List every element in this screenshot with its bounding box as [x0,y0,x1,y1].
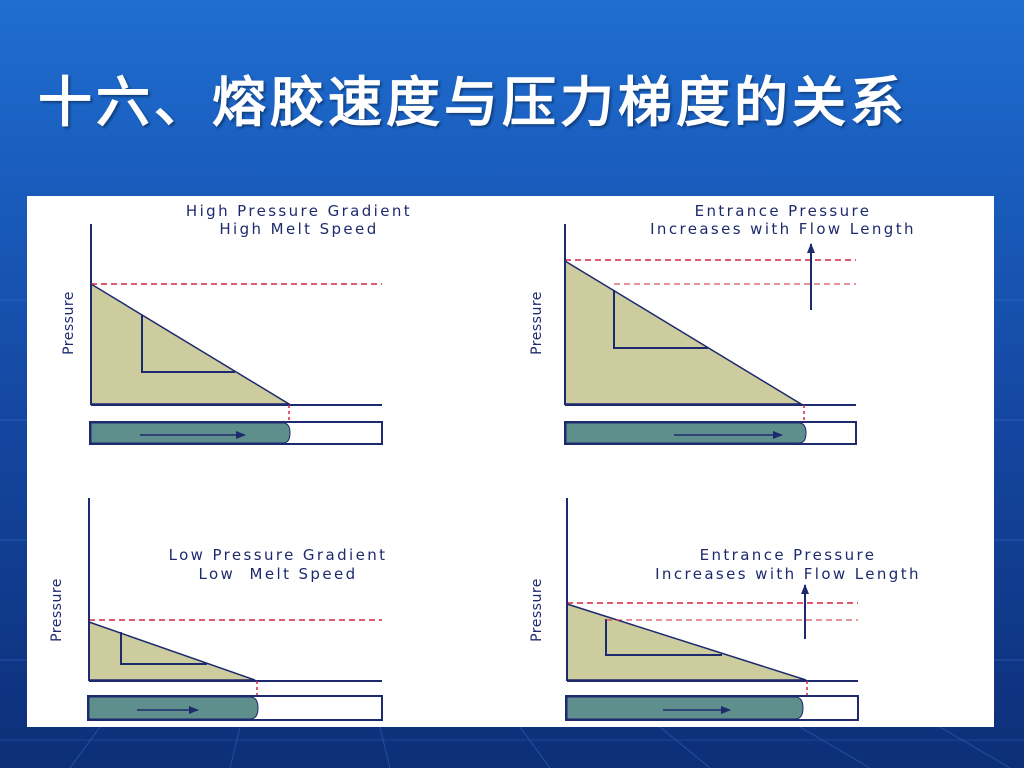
melt-pressure-area [564,259,804,405]
panel-caption-line2: Increases with Flow Length [655,565,921,583]
melt-pressure-area [90,282,292,405]
gradient-step [141,315,235,373]
gradient-step [120,632,207,665]
melt-flow-cylinder [88,696,259,720]
gradient-step [613,290,708,349]
panel-high-speed: High Pressure Gradient High Melt Speed P… [61,202,412,445]
melt-flow-cylinder [566,696,804,720]
melt-pressure-area [88,620,256,681]
panel-caption-line2: Increases with Flow Length [650,220,916,238]
panel-caption-line1: Entrance Pressure [695,202,872,220]
gradient-step [605,619,722,656]
melt-pressure-area [566,602,807,681]
y-axis-label: Pressure [529,291,545,355]
panel-caption-line1: Entrance Pressure [700,546,877,564]
panel-caption-line2: Low Melt Speed [198,565,357,583]
panel-caption-line1: High Pressure Gradient [186,202,412,220]
panel-entrance-pressure-top: Entrance Pressure Increases with Flow Le… [529,202,916,445]
figure-panel: High Pressure Gradient High Melt Speed P… [27,196,994,727]
panel-caption-line2: High Melt Speed [219,220,378,238]
pressure-gradient-diagram: High Pressure Gradient High Melt Speed P… [49,202,921,721]
slide-title: 十六、熔胶速度与压力梯度的关系 [38,70,908,134]
y-axis-label: Pressure [49,578,65,642]
panel-caption-line1: Low Pressure Gradient [169,546,388,564]
melt-flow-cylinder [565,422,807,444]
panel-entrance-pressure-bottom: Entrance Pressure Increases with Flow Le… [529,498,921,721]
y-axis-label: Pressure [529,578,545,642]
panel-low-speed: Low Pressure Gradient Low Melt Speed Pre… [49,498,388,721]
melt-flow-cylinder [90,422,291,444]
y-axis-label: Pressure [61,291,77,355]
